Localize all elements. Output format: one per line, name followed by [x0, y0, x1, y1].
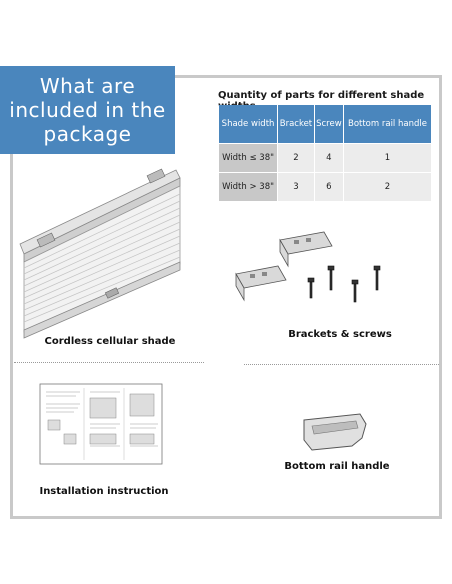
row-width-label: Width ≤ 38"	[219, 144, 278, 172]
cell-screw: 6	[314, 173, 343, 201]
cell-handle: 2	[343, 173, 431, 201]
row-width-label: Width > 38"	[219, 173, 278, 201]
cell-bracket: 2	[278, 144, 314, 172]
manual-illustration	[39, 383, 163, 465]
cell-handle: 1	[343, 144, 431, 172]
shade-illustration	[19, 168, 181, 339]
parts-table: Shade width Bracket Screw Bottom rail ha…	[218, 104, 432, 202]
divider-left	[14, 362, 204, 363]
handle-icon	[303, 413, 367, 451]
brackets-caption: Brackets & screws	[288, 329, 392, 340]
cell-screw: 4	[314, 144, 343, 172]
instruction-caption: Installation instruction	[39, 486, 169, 497]
header-screw: Screw	[314, 105, 343, 143]
header-bracket: Bracket	[278, 105, 314, 143]
handle-caption: Bottom rail handle	[284, 461, 390, 472]
banner-title: What are included in the package	[0, 66, 175, 154]
header-bottom-rail-handle: Bottom rail handle	[343, 105, 431, 143]
cell-bracket: 3	[278, 173, 314, 201]
bracket-icon	[235, 231, 333, 302]
divider-right	[244, 364, 439, 365]
header-shade-width: Shade width	[219, 105, 278, 143]
screw-icon	[307, 265, 381, 303]
table-row: Width ≤ 38" 2 4 1	[219, 144, 431, 172]
table-header-row: Shade width Bracket Screw Bottom rail ha…	[219, 105, 431, 143]
shade-caption: Cordless cellular shade	[44, 336, 176, 347]
table-row: Width > 38" 3 6 2	[219, 173, 431, 201]
